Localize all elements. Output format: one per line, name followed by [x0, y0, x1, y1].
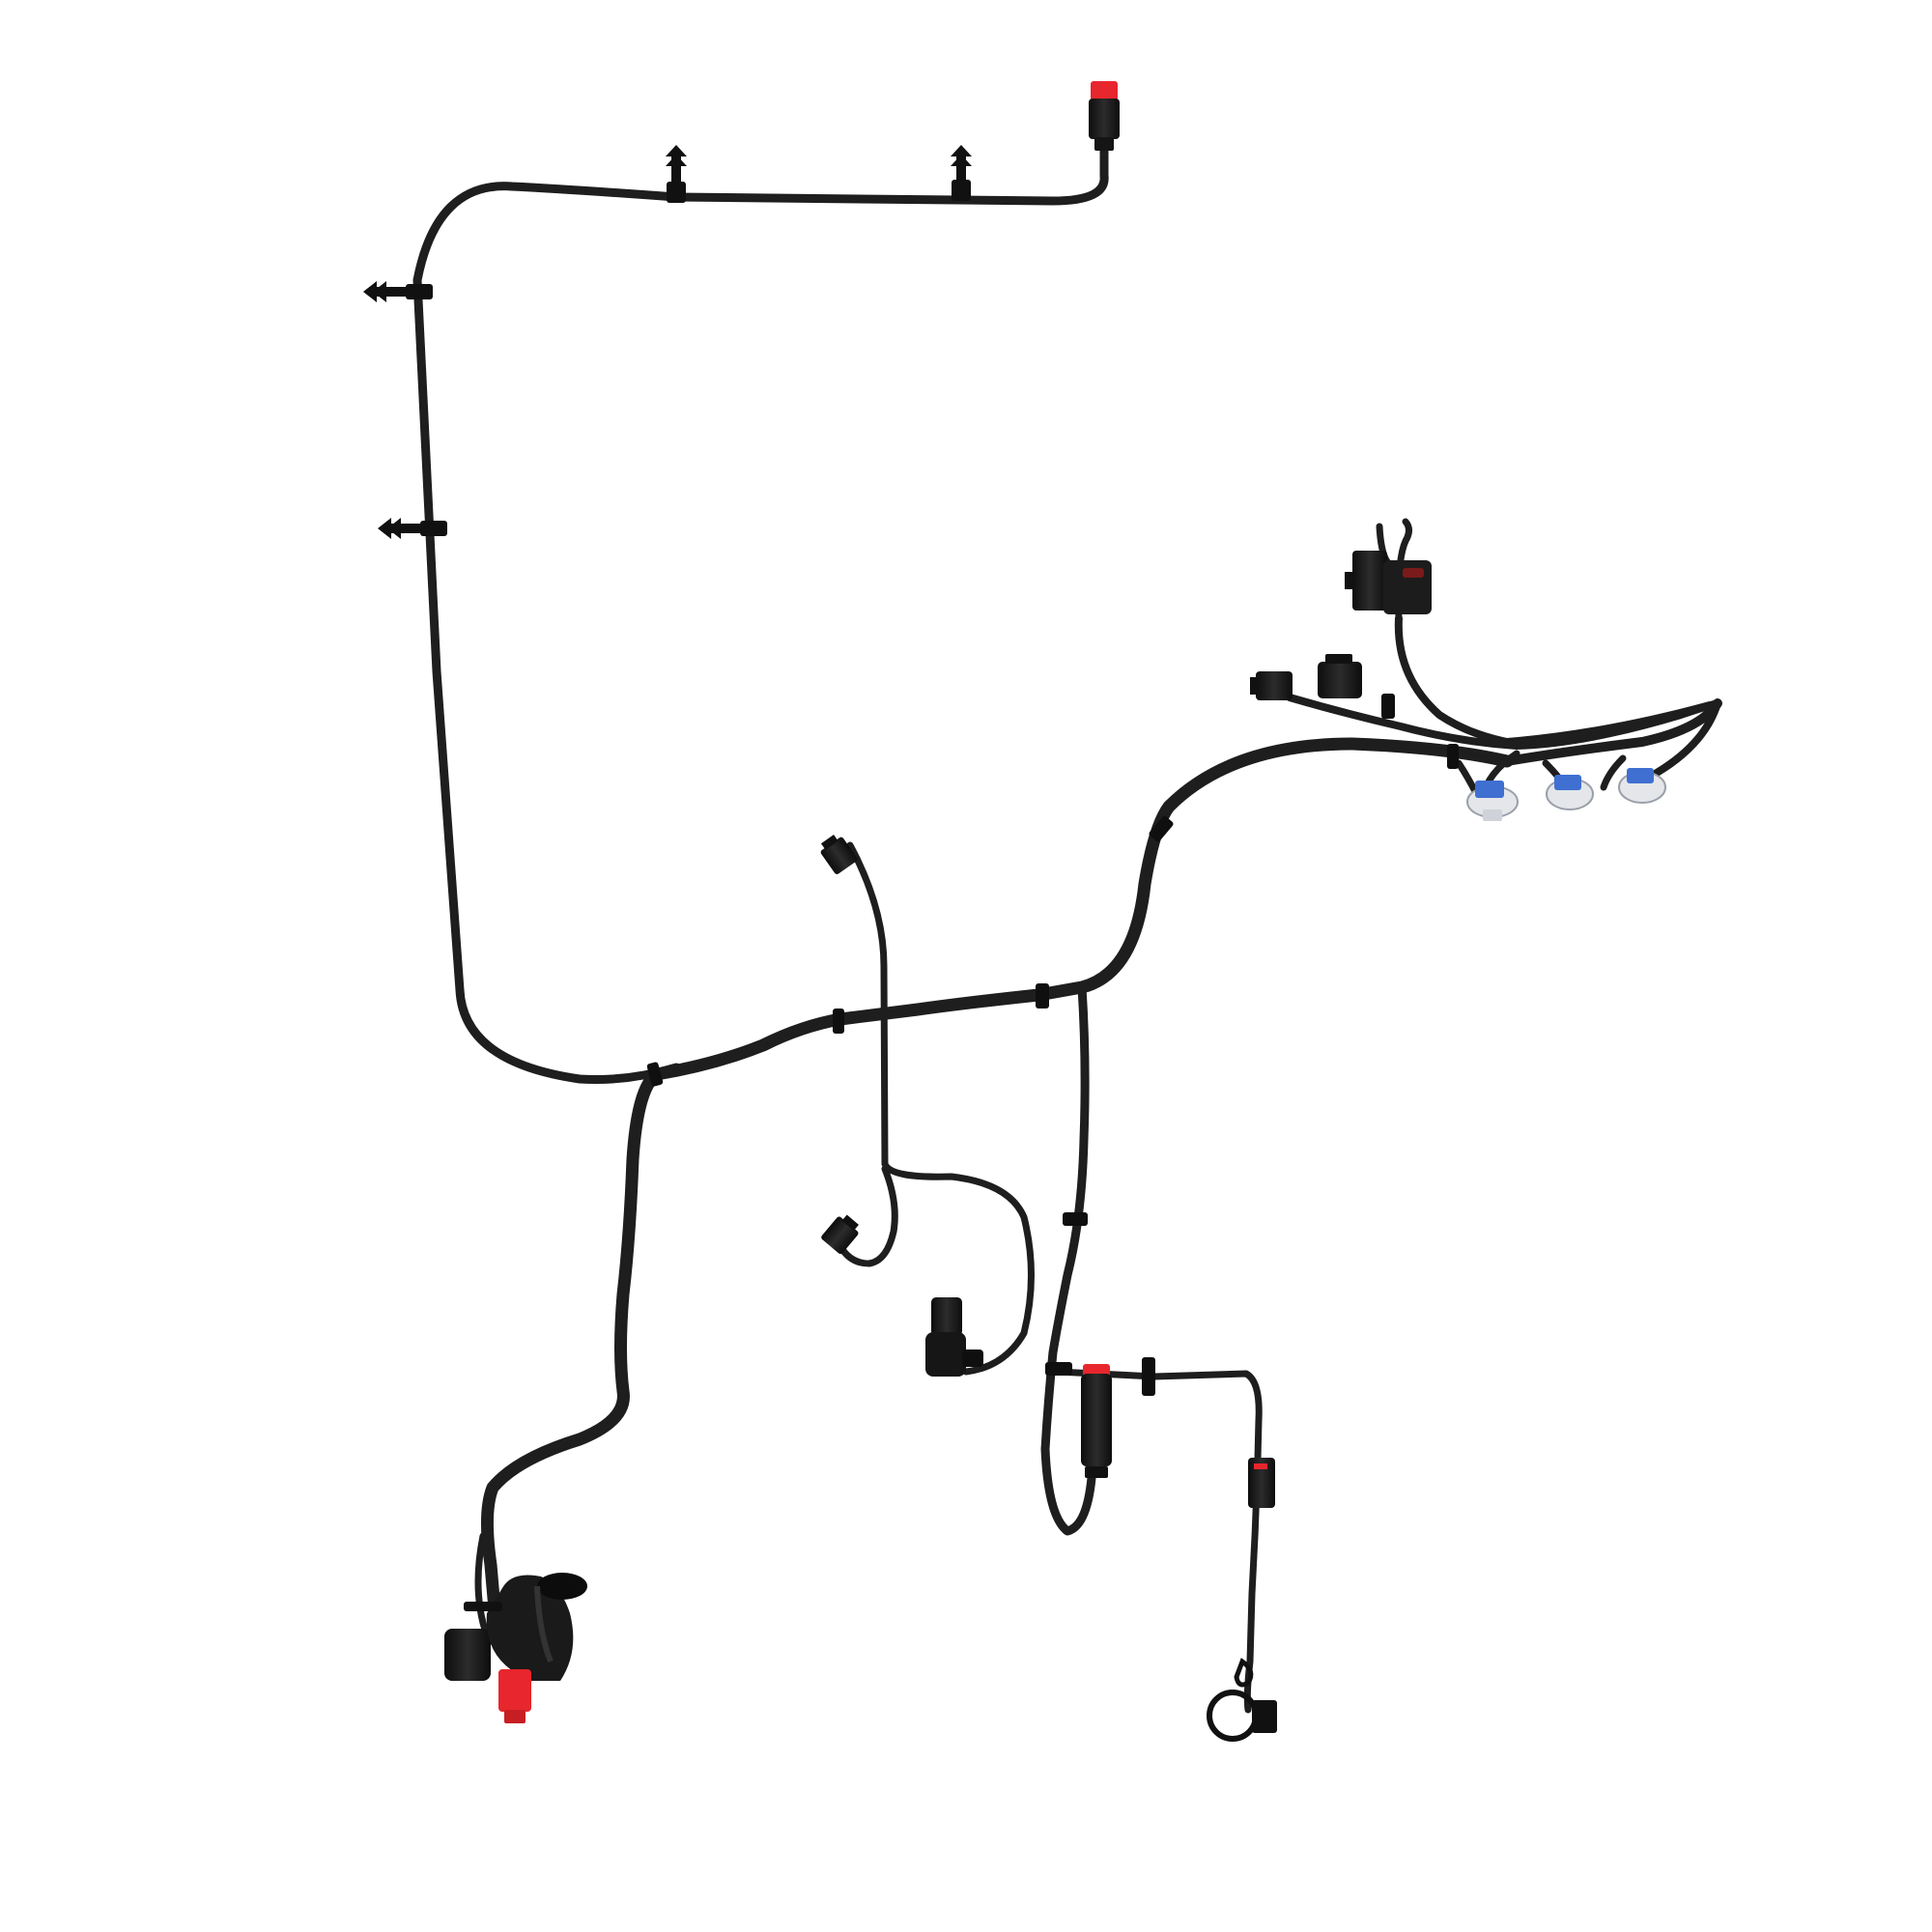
inline-connector-icon — [1081, 1364, 1112, 1478]
black-connector-icon — [1318, 654, 1362, 698]
tie-strap — [646, 1062, 664, 1087]
connector-group — [444, 81, 1666, 1742]
main-trunk-wire — [650, 737, 1514, 1081]
tie-strap — [1142, 1357, 1155, 1396]
top-trunk-wire — [412, 145, 1109, 1084]
small-connector-icon — [821, 1214, 859, 1255]
tie-strap — [1045, 1362, 1072, 1376]
white-sensor-connector-icon — [1466, 781, 1519, 821]
black-connector-icon — [1250, 671, 1293, 700]
main-elbow-connector-icon — [444, 1573, 587, 1723]
fir-tree-clip-icon — [363, 281, 433, 302]
white-sensor-connector-icon — [1546, 775, 1594, 810]
center-jog-wire — [837, 1165, 898, 1267]
fir-tree-clip-icon — [378, 518, 447, 539]
top-connector-icon — [1089, 81, 1120, 151]
fir-tree-clip-icon — [666, 145, 687, 203]
center-descend-wire — [846, 841, 1035, 1376]
white-sensor-connector-icon — [1618, 768, 1666, 804]
tie-strap — [1063, 1212, 1088, 1226]
tie-strap — [1381, 694, 1395, 719]
left-descend-wire — [480, 1067, 664, 1649]
tie-strap — [1036, 983, 1049, 1009]
right-trunk-wire — [1502, 698, 1722, 766]
wire-group — [412, 145, 1722, 1714]
stacked-connector-icon — [1345, 551, 1432, 614]
tie-strap — [1447, 744, 1459, 769]
tie-strap — [1149, 815, 1174, 842]
elbow-connector-icon — [925, 1297, 983, 1377]
tie-strap — [833, 1009, 844, 1034]
arc-branch-wire — [1394, 614, 1714, 746]
fastener-group — [363, 145, 1459, 1396]
ring-terminal-icon — [1207, 1658, 1277, 1742]
pigtail-wire-4 — [1600, 754, 1627, 791]
right-loop-wire — [1638, 699, 1721, 788]
fir-tree-clip-icon — [951, 145, 972, 201]
lower-right-connector-icon — [1248, 1458, 1275, 1508]
small-connector-icon — [820, 835, 858, 874]
